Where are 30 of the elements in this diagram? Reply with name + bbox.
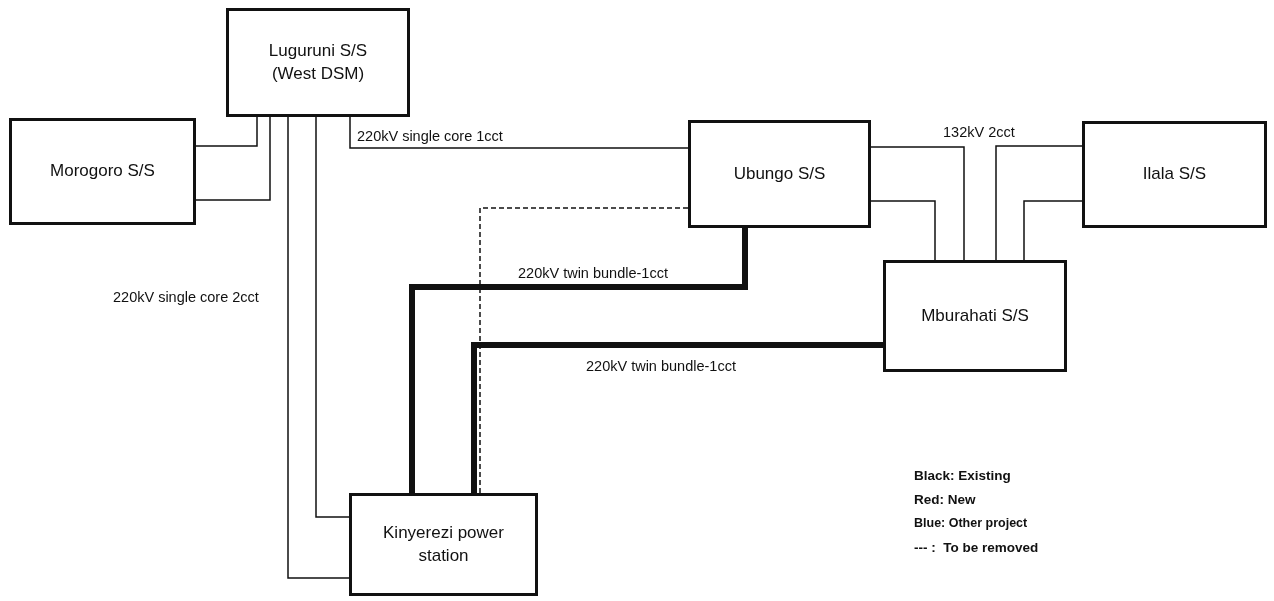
substation-box xyxy=(688,120,871,228)
note-text: --- : To be removed xyxy=(914,541,1039,556)
node-label: Morogoro S/S xyxy=(50,160,155,183)
dashed-line xyxy=(479,207,689,494)
note-text: Blue: Other project xyxy=(914,517,1028,531)
line xyxy=(195,116,271,201)
substation-box xyxy=(9,118,196,225)
line xyxy=(471,342,883,493)
edge-label: 220kV single core 2cct xyxy=(112,290,260,306)
line xyxy=(349,116,689,149)
node-label: Luguruni S/S (West DSM) xyxy=(267,39,369,85)
line xyxy=(870,146,965,261)
node-label: Kinyerezi power station xyxy=(382,521,505,567)
line xyxy=(1023,200,1083,261)
substation-box xyxy=(226,8,410,117)
line xyxy=(409,228,748,493)
note-text: Black: Existing xyxy=(914,469,1011,484)
note-text: Red: New xyxy=(914,493,976,508)
line xyxy=(287,116,350,579)
line xyxy=(870,200,936,261)
edge-label: 220kV single core 1cct xyxy=(356,129,504,145)
node-label: Mburahati S/S xyxy=(921,304,1029,327)
substation-box xyxy=(1082,121,1267,228)
line xyxy=(315,116,350,518)
node-label: Ilala S/S xyxy=(1142,163,1207,186)
line xyxy=(195,116,258,147)
node-label: Ubungo S/S xyxy=(733,162,826,185)
substation-box xyxy=(883,260,1067,372)
line xyxy=(995,145,1083,261)
power-station-box xyxy=(349,493,538,596)
